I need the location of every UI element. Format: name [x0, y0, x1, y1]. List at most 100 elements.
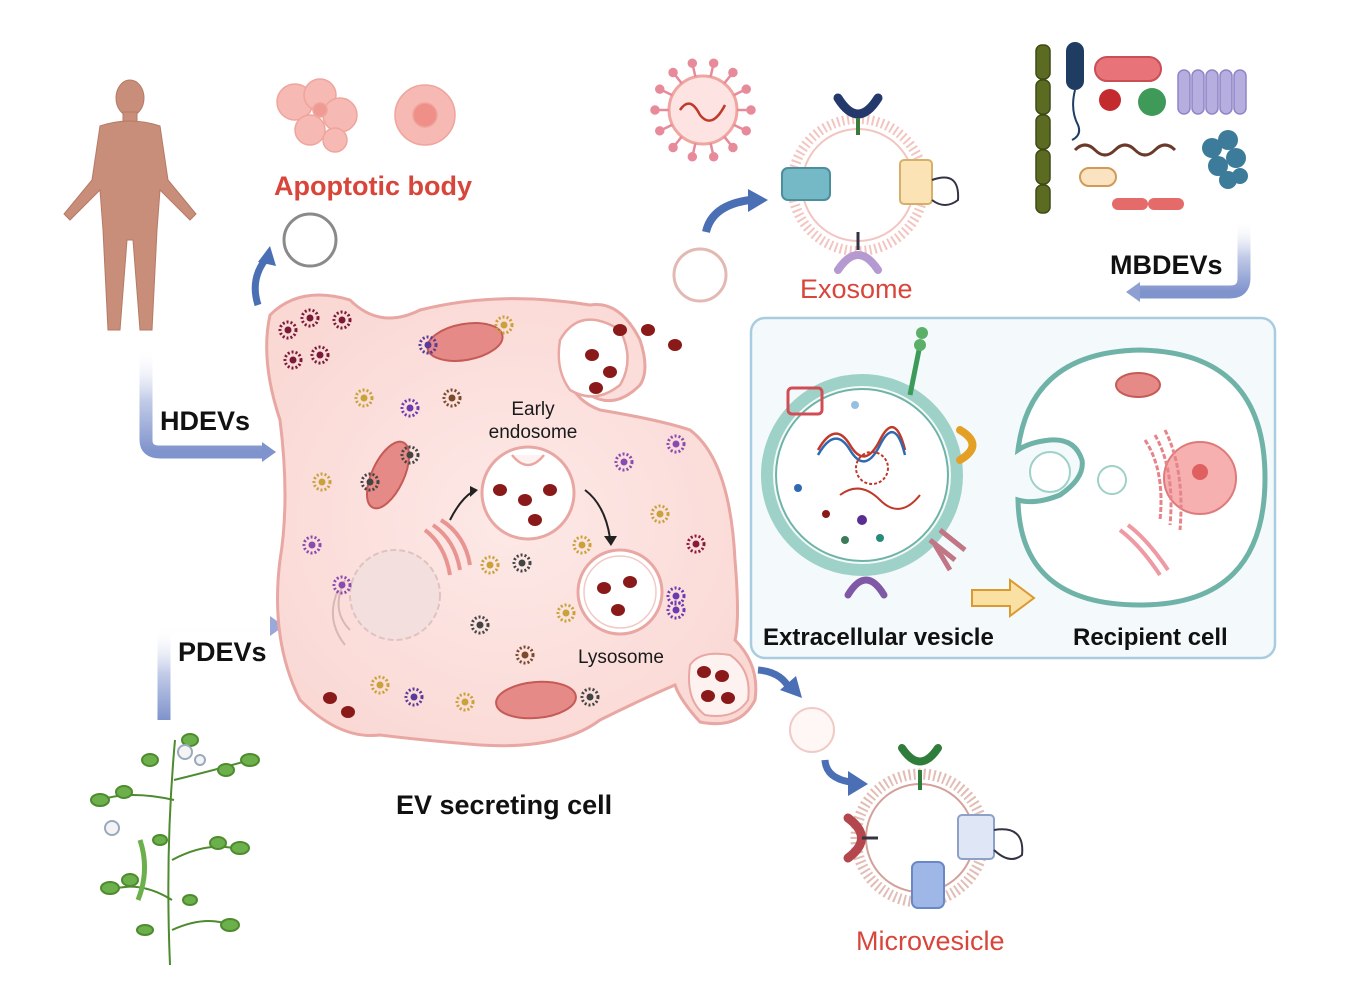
red-vesicle — [597, 582, 611, 594]
spiky-vesicle-core — [289, 356, 297, 364]
early-label-line1: Early — [511, 399, 555, 420]
lysosome-label: Lysosome — [578, 647, 664, 668]
mitochondria-icon — [365, 322, 577, 720]
spiky-vesicle-core — [360, 394, 368, 402]
nucleus-icon — [349, 549, 441, 641]
apoptotic-body-label: Apoptotic body — [274, 171, 472, 201]
red-vesicle — [715, 670, 729, 682]
spiky-vesicle — [650, 504, 670, 524]
virus-spike-tip — [708, 58, 719, 68]
human-body-icon — [63, 79, 197, 331]
virus-spike-tip — [741, 126, 751, 136]
virus-spike-tip — [655, 84, 665, 94]
mbdevs-arrow — [1126, 220, 1251, 302]
spiky-vesicle — [455, 692, 475, 712]
spiky-vesicle-core — [486, 561, 494, 569]
spiky-vesicle — [666, 586, 686, 606]
mbdevs-label: MBDEVs — [1110, 250, 1223, 280]
virus-spike-tip — [655, 126, 665, 136]
red-vesicle — [585, 349, 599, 361]
early-endosome-label: Early endosome — [478, 398, 588, 444]
virus-spike-tip — [746, 105, 756, 115]
spiky-vesicle-core — [656, 510, 664, 518]
spiky-vesicle — [332, 575, 352, 595]
hdevs-arrow — [139, 348, 276, 462]
virus-spike-tip — [668, 67, 678, 78]
spiky-vesicle-core — [672, 592, 680, 600]
microvesicle-icon — [843, 744, 1024, 909]
spiky-vesicle-core — [338, 581, 346, 589]
virus-icon — [650, 58, 756, 162]
virus-spike-tip — [728, 142, 738, 153]
spiky-vesicle-core — [586, 693, 594, 701]
apoptotic-body-icon — [276, 78, 456, 153]
red-vesicle — [543, 484, 557, 496]
red-vesicle — [721, 692, 735, 704]
spiky-vesicle-core — [620, 458, 628, 466]
exosome-vesicle-small — [672, 247, 728, 303]
spiky-vesicle — [302, 535, 322, 555]
pdevs-arrow — [157, 616, 284, 720]
ev-secreting-cell-label: EV secreting cell — [396, 790, 613, 820]
virus-spike-tip — [650, 105, 660, 115]
spiky-vesicle-core — [461, 698, 469, 706]
virus-spike-tip — [728, 67, 738, 78]
red-vesicle — [611, 604, 625, 616]
spiky-vesicle — [418, 335, 438, 355]
spiky-vesicle — [442, 388, 462, 408]
spiky-vesicle — [580, 687, 600, 707]
red-vesicle — [641, 324, 655, 336]
virus-spike-tip — [741, 84, 751, 94]
spiky-vesicle-core — [316, 351, 324, 359]
exosome-icon — [781, 93, 960, 274]
spiky-vesicle — [686, 534, 706, 554]
golgi-icon — [423, 518, 472, 576]
red-vesicle — [518, 494, 532, 506]
recipient-cell-icon — [1014, 347, 1268, 608]
microvesicle-small — [789, 707, 835, 753]
spiky-vesicle-core — [306, 314, 314, 322]
hdevs-label: HDEVs — [160, 406, 251, 436]
spiky-vesicle — [572, 535, 592, 555]
spiky-vesicle — [512, 553, 532, 573]
early-label-line2: endosome — [488, 422, 578, 443]
microvesicle-label: Microvesicle — [856, 926, 1005, 956]
transfer-arrow — [971, 578, 1036, 618]
spiky-vesicle — [332, 310, 352, 330]
spiky-vesicle-core — [338, 316, 346, 324]
virus-spike-tip — [687, 152, 698, 162]
spiky-vesicle — [666, 600, 686, 620]
spiky-vesicle-core — [672, 440, 680, 448]
spiky-vesicle — [360, 472, 380, 492]
red-vesicle — [603, 366, 617, 378]
spiky-vesicle — [278, 320, 298, 340]
virus-spike-tip — [708, 152, 719, 162]
spiky-vesicle — [614, 452, 634, 472]
virus-spike-tip — [668, 142, 678, 153]
spiky-vesicle — [480, 555, 500, 575]
spiky-vesicle — [300, 308, 320, 328]
exosome-label: Exosome — [800, 274, 913, 304]
spiky-vesicle — [283, 350, 303, 370]
apoptotic-vesicle — [282, 212, 338, 268]
spiky-vesicle-core — [366, 478, 374, 486]
spiky-vesicle-core — [308, 541, 316, 549]
spiky-vesicle — [354, 388, 374, 408]
extracellular-vesicle-label: Extracellular vesicle — [763, 624, 994, 651]
exosome-arrow — [702, 189, 768, 234]
spiky-vesicle-core — [500, 321, 508, 329]
virus-spike-tip — [687, 58, 698, 68]
apoptotic-arrow — [251, 246, 276, 307]
spiky-vesicle-core — [406, 451, 414, 459]
spiky-vesicle-core — [318, 478, 326, 486]
spiky-vesicle — [370, 675, 390, 695]
extracellular-vesicle-icon — [761, 327, 977, 599]
red-vesicle — [668, 339, 682, 351]
spiky-vesicle-core — [410, 693, 418, 701]
spiky-vesicle-core — [376, 681, 384, 689]
spiky-vesicle — [556, 603, 576, 623]
plant-icon — [90, 733, 260, 966]
red-vesicle — [613, 324, 627, 336]
spiky-vesicle-core — [448, 394, 456, 402]
spiky-vesicle — [312, 472, 332, 492]
